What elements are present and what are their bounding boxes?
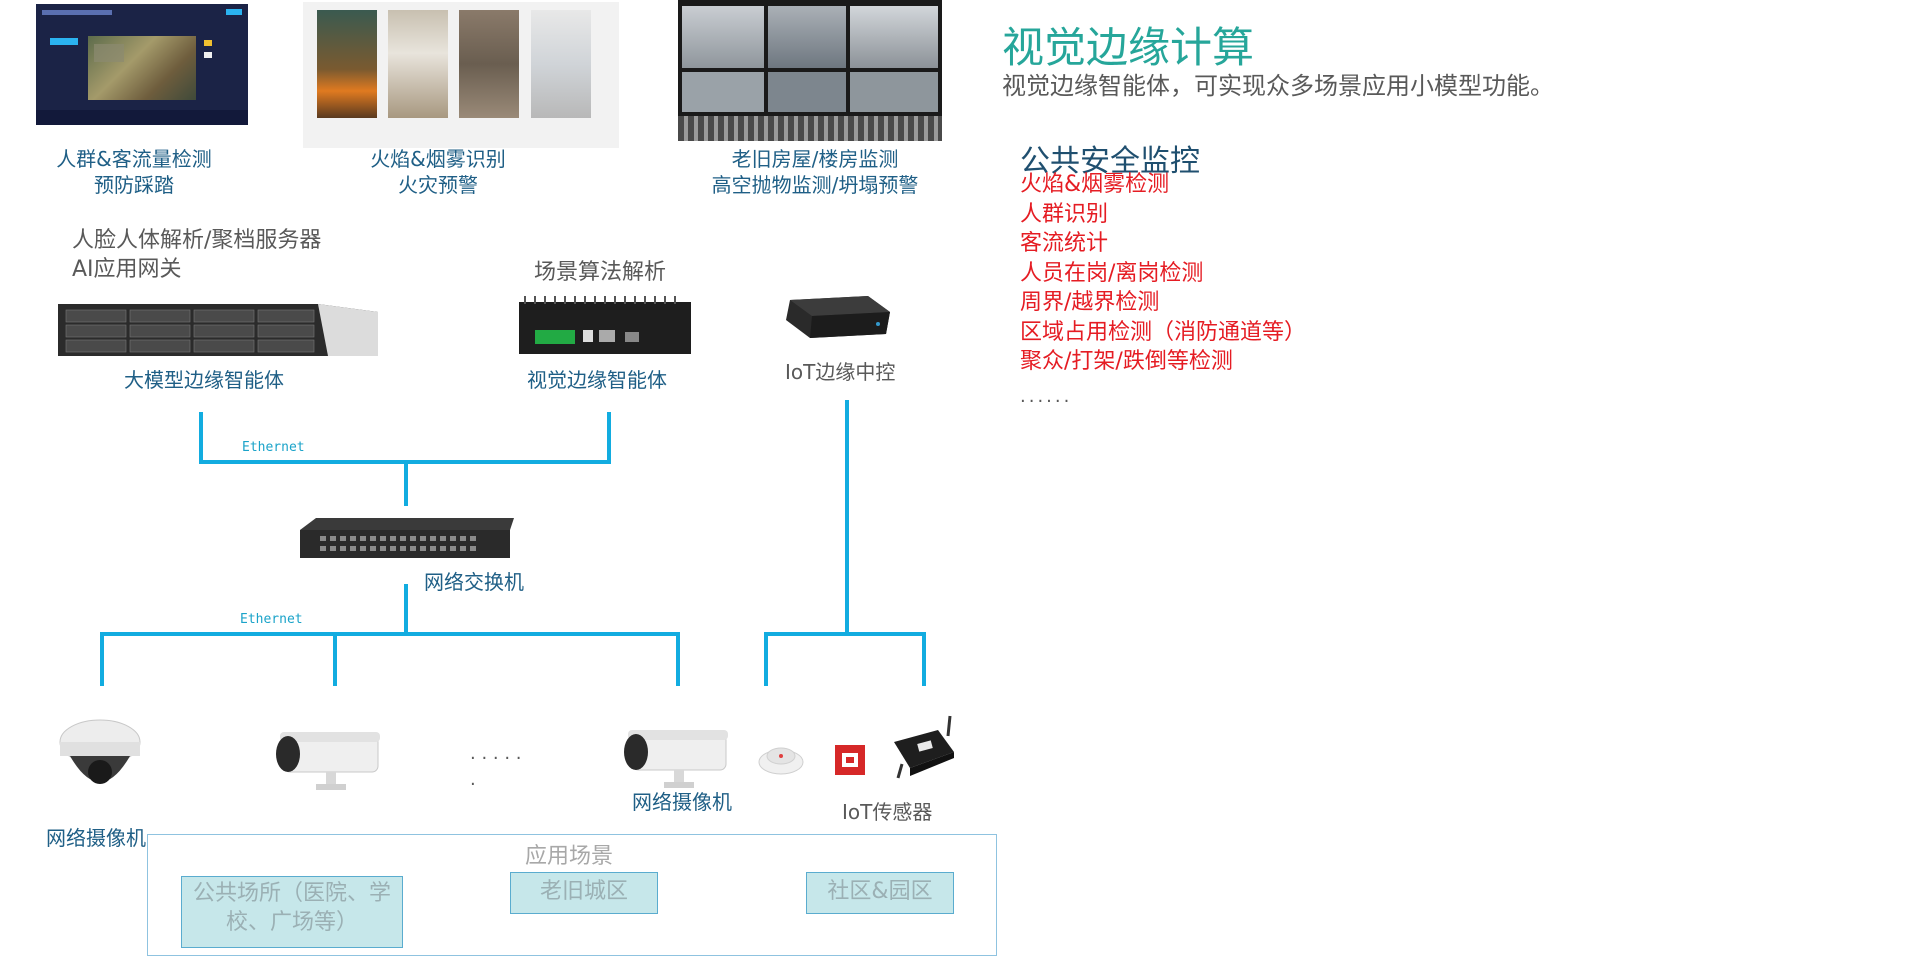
feature-item: 聚众/打架/跌倒等检测 [1020, 349, 1233, 374]
smoke-thumb [388, 10, 448, 118]
switch-icon [300, 518, 514, 558]
building-caption-line2: 高空抛物监测/坍塌预警 [711, 173, 919, 197]
fire-alarm-icon [835, 745, 865, 775]
server-icon [58, 304, 378, 356]
fire-caption: 火焰&烟雾识别 火灾预警 [362, 146, 514, 198]
edge-box-icon [519, 296, 691, 354]
ethernet-label-bottom: Ethernet [240, 612, 303, 627]
building-monitor-wall [678, 0, 942, 141]
feature-list: 火焰&烟雾检测 人群识别 客流统计 人员在岗/离岗检测 周界/越界检测 区域占用… [1020, 170, 1306, 377]
camera-ellipsis: · · · · · [470, 748, 522, 769]
crowd-caption-line1: 人群&客流量检测 [56, 147, 212, 171]
feature-list-more: ...... [1020, 386, 1073, 407]
scenario-chip-public-text: 公共场所（医院、学校、广场等） [192, 881, 391, 935]
scenario-chip-community-text: 社区&园区 [827, 879, 933, 904]
fire-caption-line2: 火灾预警 [398, 173, 478, 197]
sensor-label: IoT传感器 [842, 800, 933, 824]
vehicle-thumb [459, 10, 519, 118]
panel-title: 视觉边缘计算 [1002, 23, 1255, 72]
iot-sensor-icon [894, 715, 954, 779]
edge-function-label: 场景算法解析 [534, 260, 667, 285]
iot-hub-icon [786, 296, 890, 338]
ethernet-label-top: Ethernet [242, 440, 305, 455]
person-thumb [531, 10, 591, 118]
fire-caption-line1: 火焰&烟雾识别 [370, 147, 506, 171]
scenario-title: 应用场景 [525, 844, 614, 869]
scenario-chip-community: 社区&园区 [806, 872, 954, 914]
scenario-chip-public: 公共场所（医院、学校、广场等） [181, 876, 403, 948]
feature-item: 人群识别 [1020, 201, 1109, 227]
fire-detection-photos [303, 2, 619, 148]
camera-label-left: 网络摄像机 [46, 826, 146, 850]
fire-thumb [317, 10, 377, 118]
panel-subtitle: 视觉边缘智能体，可实现众多场景应用小模型功能。 [1002, 72, 1554, 100]
camera-ellipsis-dot: · [470, 774, 476, 795]
dome-camera-icon [59, 719, 141, 784]
section-heading: 公共安全监控 [1020, 144, 1200, 179]
camera-label-right: 网络摄像机 [632, 790, 732, 814]
iot-hub-name: IoT边缘中控 [785, 360, 896, 384]
edge-name: 视觉边缘智能体 [527, 368, 667, 392]
feature-item: 火焰&烟雾检测 [1020, 172, 1170, 197]
feature-item: 周界/越界检测 [1020, 290, 1160, 315]
server-function-label: 人脸人体解析/聚档服务器 AI应用网关 [72, 226, 321, 284]
scenario-chip-old-town: 老旧城区 [510, 872, 658, 914]
feature-item: 区域占用检测（消防通道等） [1020, 319, 1307, 345]
server-name: 大模型边缘智能体 [124, 368, 284, 392]
server-function-line1: 人脸人体解析/聚档服务器 [72, 228, 322, 253]
crowd-caption: 人群&客流量检测 预防踩踏 [46, 146, 222, 198]
crowd-monitor-screenshot [36, 4, 248, 125]
feature-item: 客流统计 [1020, 231, 1109, 256]
feature-item: 人员在岗/离岗检测 [1020, 260, 1204, 286]
smoke-detector-icon [758, 747, 804, 775]
switch-name: 网络交换机 [424, 570, 524, 594]
crowd-caption-line2: 预防踩踏 [94, 173, 174, 197]
building-caption-line1: 老旧房屋/楼房监测 [731, 147, 899, 171]
server-function-line2: AI应用网关 [72, 257, 182, 282]
scenario-chip-old-town-text: 老旧城区 [539, 879, 628, 904]
bullet-camera-icon [276, 732, 380, 790]
bullet-camera-right-icon [624, 730, 728, 788]
building-caption: 老旧房屋/楼房监测 高空抛物监测/坍塌预警 [698, 146, 932, 198]
